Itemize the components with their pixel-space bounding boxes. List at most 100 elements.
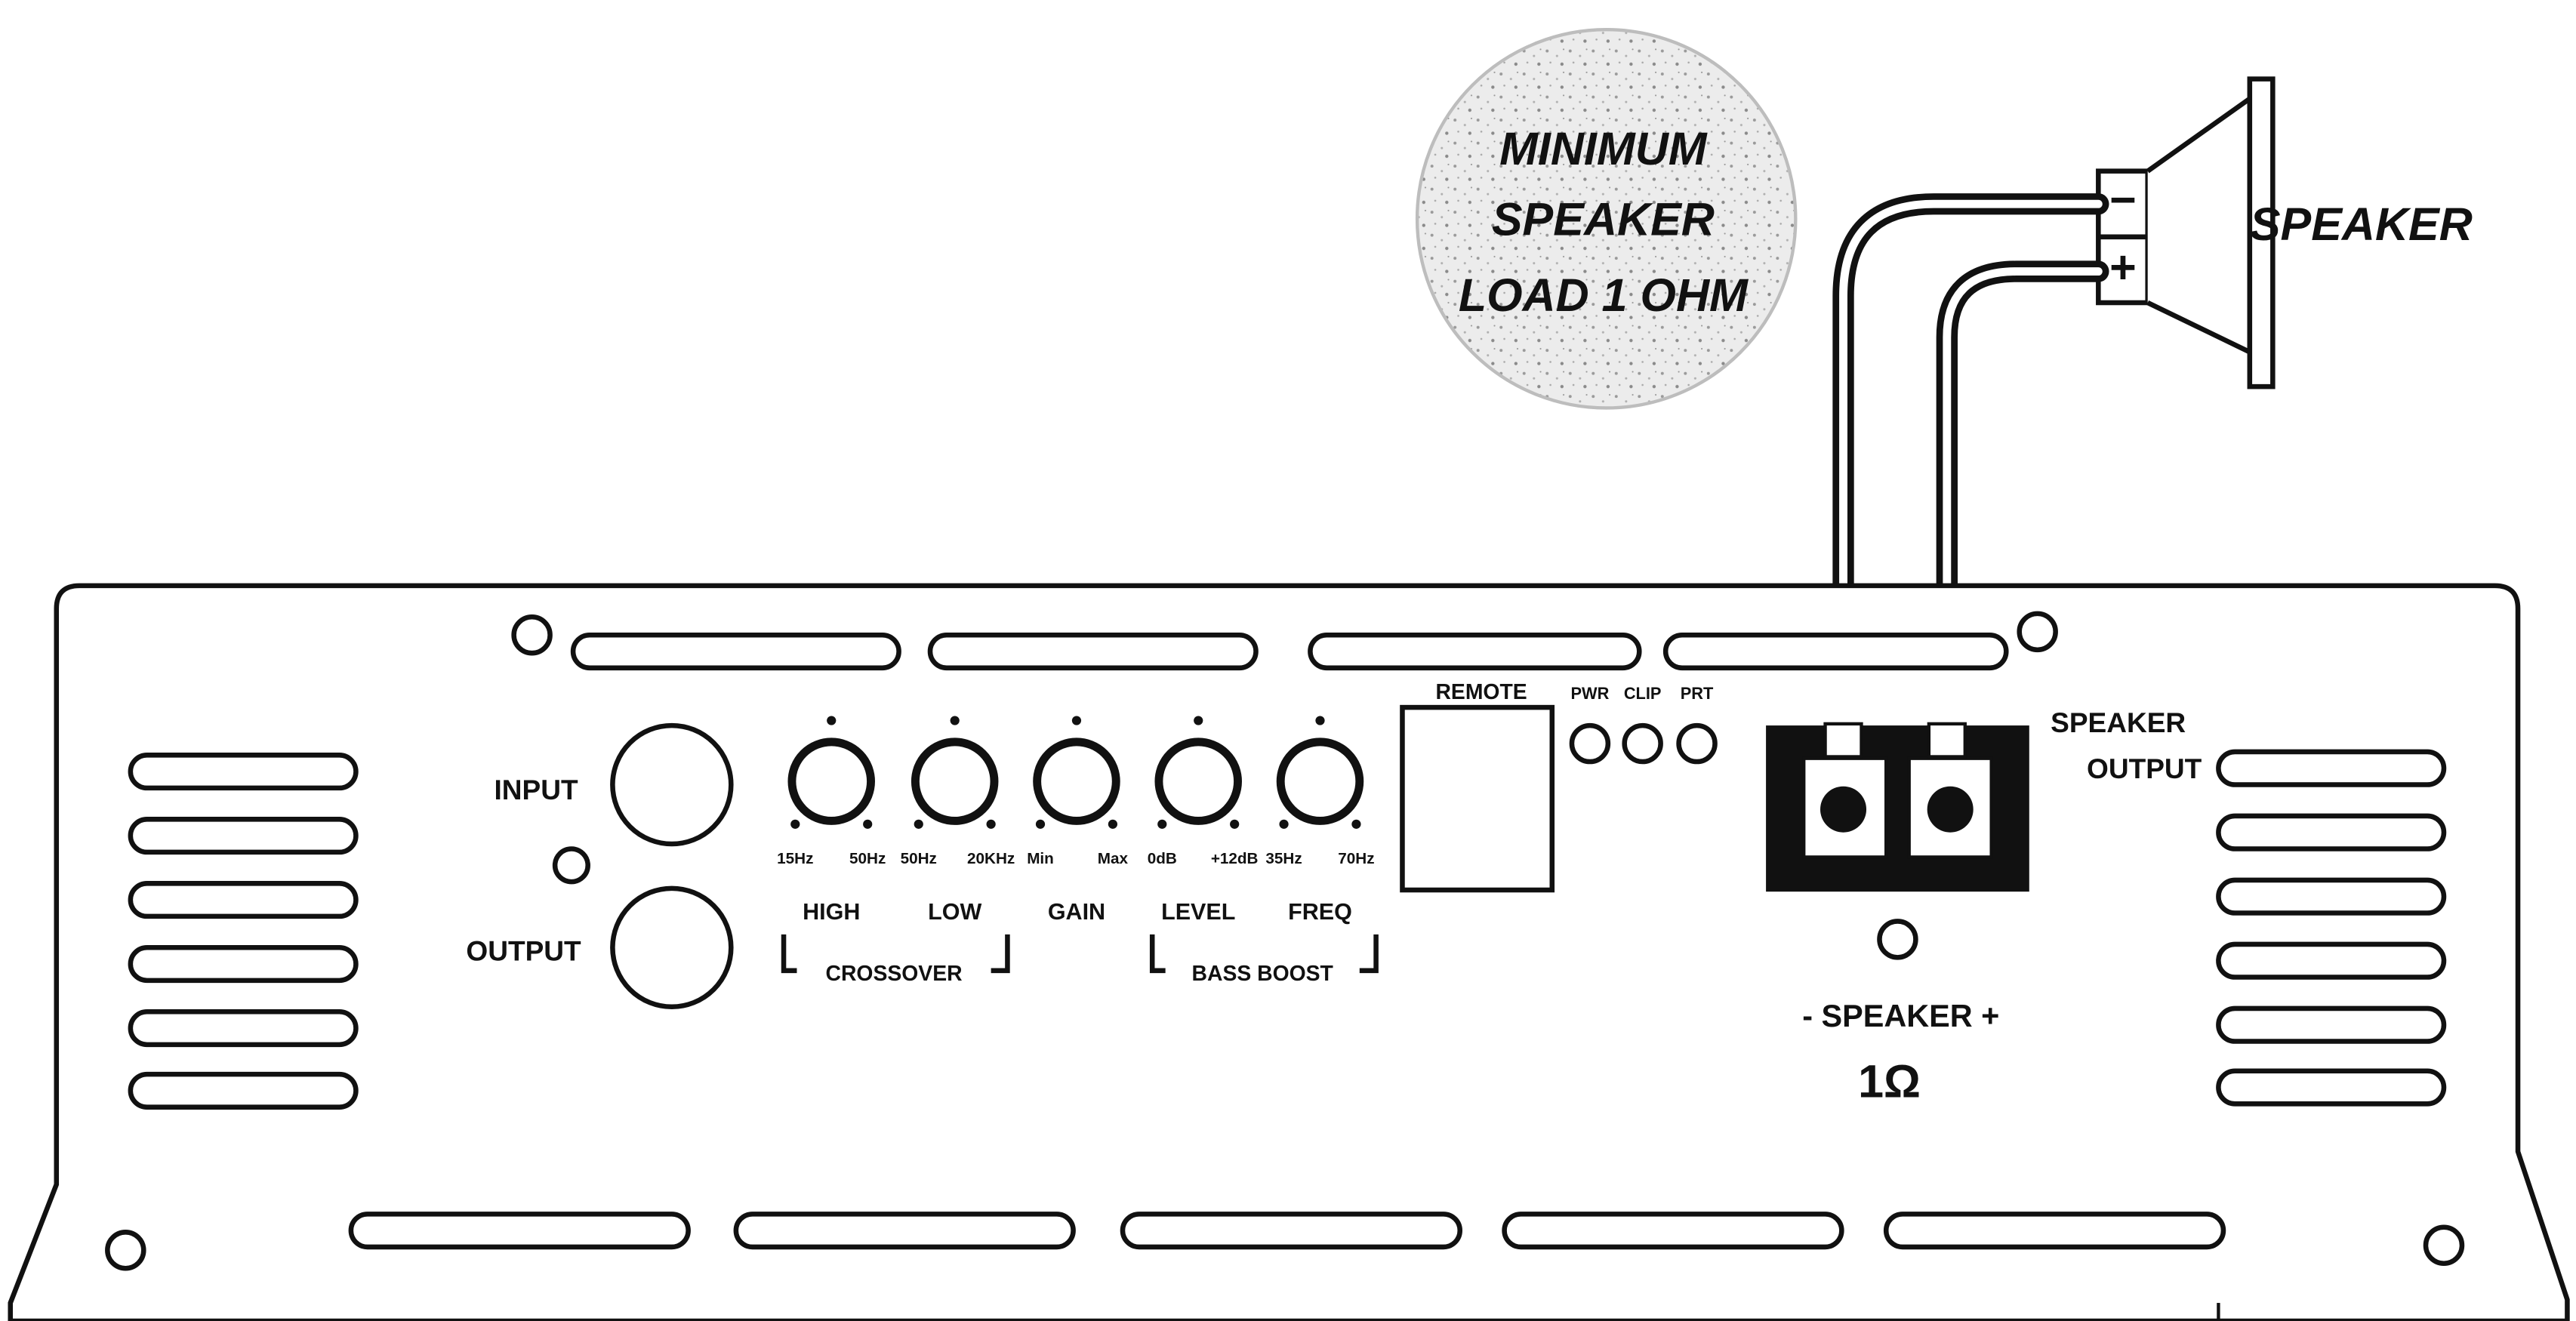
knob-dial[interactable]	[1033, 737, 1120, 825]
knob-dial[interactable]	[1276, 737, 1364, 825]
knob-name-label: FREQ	[1288, 899, 1352, 925]
badge-circle	[1415, 28, 1798, 410]
remote-label: REMOTE	[1435, 680, 1527, 704]
crossover-label: CROSSOVER	[826, 962, 963, 986]
knob-tick-dot	[1194, 716, 1203, 725]
knob-max-label: 50Hz	[849, 850, 886, 867]
knob-tick-dot	[1279, 819, 1289, 829]
prt-led	[1676, 722, 1718, 765]
knob-name-label: LEVEL	[1161, 899, 1235, 925]
vent-slot	[348, 1212, 691, 1250]
speaker-wires	[1832, 193, 2109, 768]
positive-screw	[1927, 786, 1974, 833]
knob-max-label: 70Hz	[1338, 850, 1374, 867]
knob-tick-dot	[863, 819, 873, 829]
right-vent-slots	[2216, 749, 2447, 1107]
knob-tick-dot	[986, 819, 996, 829]
vent-slot	[927, 632, 1259, 671]
bass-boost-bracket	[1149, 934, 1379, 974]
screw-hole	[511, 614, 553, 656]
remote-port[interactable]	[1400, 704, 1555, 893]
crossover-bracket	[781, 934, 1010, 974]
knob-tick-dot	[1035, 819, 1046, 829]
knob-name-label: GAIN	[1048, 899, 1105, 925]
left-vent-slots	[128, 753, 359, 1110]
vent-slot	[2216, 749, 2447, 787]
knob-tick-dot	[1315, 716, 1325, 725]
input-label: INPUT	[494, 774, 578, 805]
speaker-output-label-1: SPEAKER	[2051, 707, 2186, 738]
vent-slot	[2216, 813, 2447, 851]
speaker-polarity-label: - SPEAKER +	[1802, 999, 1999, 1033]
pwr-label: PWR	[1570, 684, 1609, 703]
speaker-output-label-2: OUTPUT	[2087, 753, 2202, 784]
vent-slot	[2216, 941, 2447, 980]
speaker-plus-sign: +	[2109, 242, 2137, 293]
prt-label: PRT	[1681, 684, 1714, 703]
screw-hole	[2017, 611, 2058, 653]
vent-slot	[570, 632, 901, 671]
top-vent-slots	[570, 632, 2009, 671]
impedance-label: 1Ω	[1858, 1056, 1921, 1107]
vent-slot	[733, 1212, 1076, 1250]
knob-tick-dot	[790, 819, 800, 829]
amplifier-panel	[8, 583, 2570, 1321]
badge-line-2: SPEAKER	[1492, 194, 1715, 245]
knob-max-label: 20KHz	[967, 850, 1015, 867]
vent-slot	[128, 817, 359, 855]
knob-tick-dot	[1230, 819, 1240, 829]
bass-boost-label: BASS BOOST	[1192, 962, 1333, 986]
knob-tick-dot	[950, 716, 960, 725]
clip-label: CLIP	[1624, 684, 1662, 703]
vent-slot	[128, 1071, 359, 1110]
output-label: OUTPUT	[466, 935, 581, 967]
bottom-vent-slots	[348, 1212, 2226, 1250]
knob-min-label: 15Hz	[777, 850, 813, 867]
vent-slot	[128, 881, 359, 919]
negative-screw	[1820, 786, 1867, 833]
pwr-led	[1569, 722, 1611, 765]
knob-name-label: HIGH	[803, 899, 860, 925]
vent-slot	[128, 945, 359, 984]
vent-slot	[1883, 1212, 2226, 1250]
led-indicator	[552, 846, 590, 885]
speaker-icon: − +	[2096, 76, 2276, 390]
knob-min-label: 35Hz	[1265, 850, 1302, 867]
knob-dial[interactable]	[1154, 737, 1242, 825]
input-jack[interactable]	[610, 722, 734, 847]
vent-slot	[2216, 1068, 2447, 1107]
knob-dial[interactable]	[787, 737, 875, 825]
knob-tick-dot	[827, 716, 837, 725]
vent-slot	[2216, 1005, 2447, 1044]
vent-slot	[1502, 1212, 1844, 1250]
knob-name-label: LOW	[928, 899, 981, 925]
knob-min-label: 50Hz	[901, 850, 937, 867]
knob-tick-dot	[1157, 819, 1167, 829]
output-jack[interactable]	[610, 885, 734, 1010]
knob-tick-dot	[1108, 819, 1118, 829]
speaker-terminal-block	[1766, 722, 2029, 892]
knob-min-label: Min	[1027, 850, 1054, 867]
speaker-minus-sign: −	[2109, 174, 2137, 225]
knob-dial[interactable]	[911, 737, 999, 825]
knob-tick-dot	[1351, 819, 1361, 829]
screw-hole	[2423, 1224, 2465, 1266]
badge-line-1: MINIMUM	[1499, 123, 1708, 174]
terminal-led	[1877, 919, 1918, 960]
vent-slot	[2216, 877, 2447, 916]
panel-outline	[8, 583, 2570, 1321]
badge-line-3: LOAD 1 OHM	[1459, 269, 1749, 321]
clip-led	[1622, 722, 1663, 765]
knob-tick-dot	[1071, 716, 1082, 725]
knob-min-label: 0dB	[1148, 850, 1177, 867]
knob-max-label: Max	[1098, 850, 1129, 867]
minimum-load-badge: MINIMUM SPEAKER LOAD 1 OHM	[1415, 28, 1798, 410]
mounting-screws	[105, 611, 2465, 1271]
